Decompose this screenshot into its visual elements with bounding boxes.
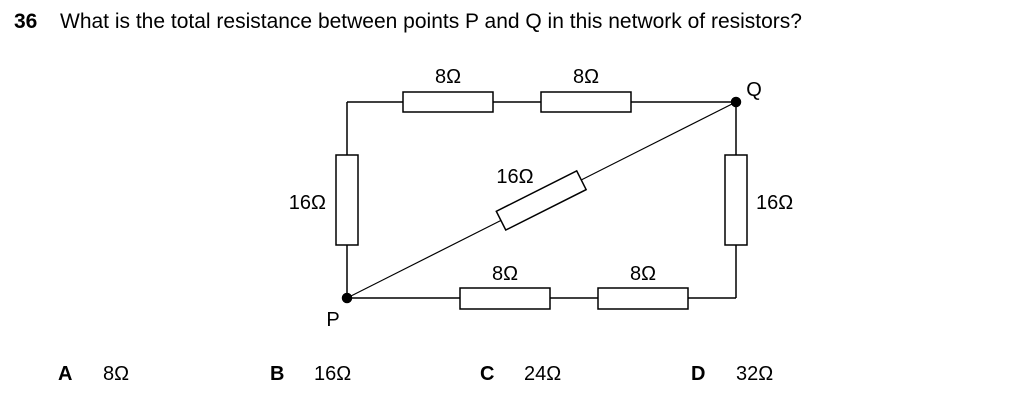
label-right: 16Ω [756, 192, 793, 214]
label-left: 16Ω [289, 192, 326, 214]
label-bottom-left: 8Ω [492, 263, 518, 285]
label-top-left: 8Ω [435, 66, 461, 88]
resistor-top-left [402, 91, 494, 113]
option-c-value: 24Ω [524, 363, 562, 385]
label-top-right: 8Ω [573, 66, 599, 88]
option-d-value: 32Ω [736, 363, 774, 385]
resistor-right [724, 154, 748, 246]
label-node-q: Q [746, 79, 762, 101]
resistor-diagonal [495, 169, 588, 232]
label-diagonal: 16Ω [496, 166, 533, 188]
node-p-dot [341, 292, 353, 304]
node-q-dot [730, 96, 742, 108]
question-number: 36 [14, 10, 38, 33]
option-a-letter: A [58, 363, 73, 385]
option-b-value: 16Ω [314, 363, 352, 385]
option-a-value: 8Ω [103, 363, 130, 385]
resistor-bottom-right [597, 287, 689, 310]
option-b-letter: B [270, 363, 285, 385]
option-c-letter: C [480, 363, 495, 385]
resistor-top-right [540, 91, 632, 113]
label-node-p: P [326, 309, 339, 331]
resistor-left [335, 154, 359, 246]
option-d-letter: D [691, 363, 706, 385]
question-text: What is the total resistance between poi… [60, 10, 802, 33]
resistor-bottom-left [459, 287, 551, 310]
label-bottom-right: 8Ω [630, 263, 656, 285]
